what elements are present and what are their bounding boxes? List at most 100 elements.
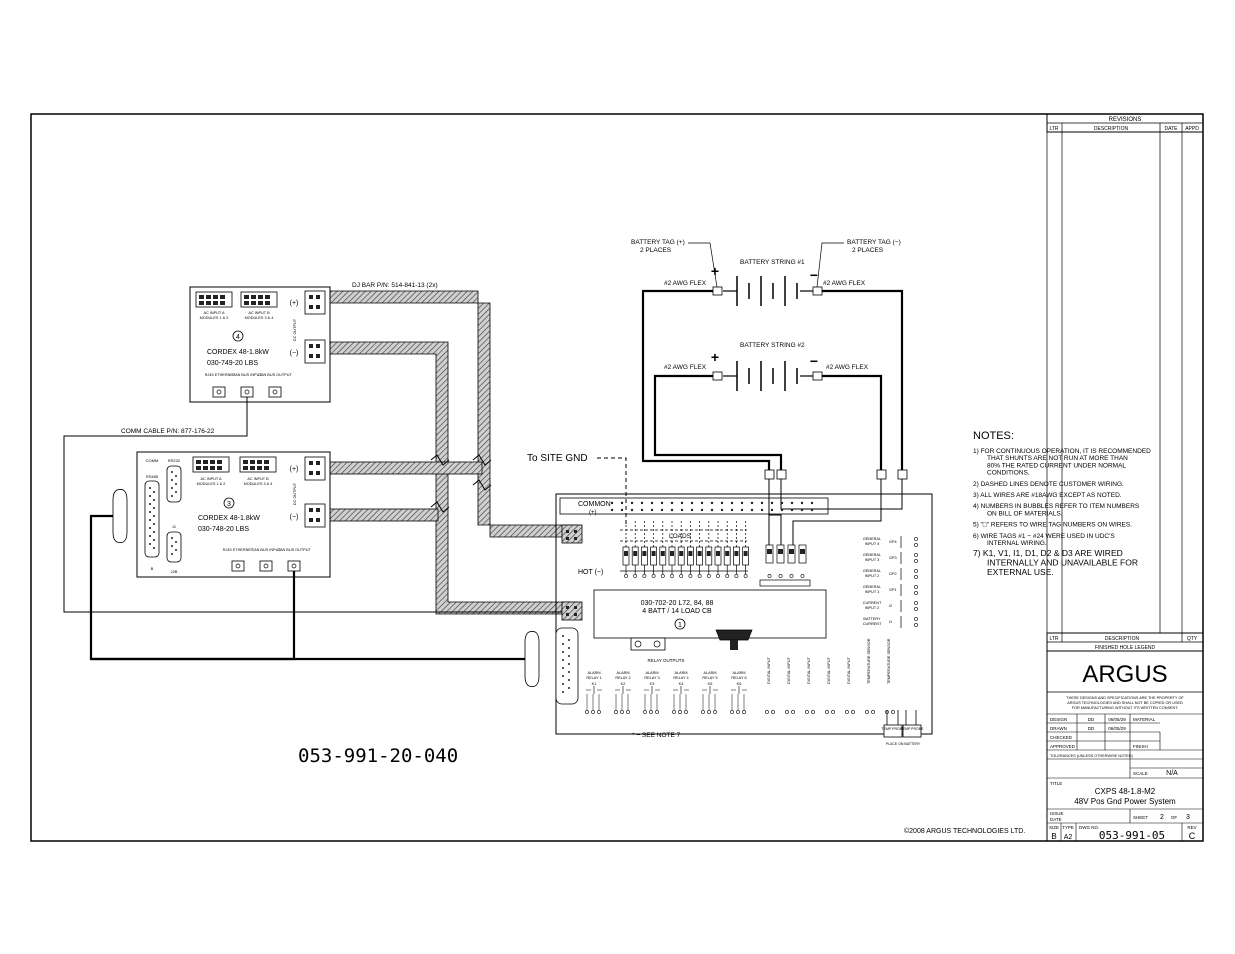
load-breaker [714,521,722,578]
copyright: ©2008 ARGUS TECHNOLOGIES LTD. [904,827,1025,835]
right-input-label-2: CURRENT [863,622,882,626]
tolerances-lbl: TOLERANCES (UNLESS OTHERWISE NOTED) [1050,754,1134,758]
bottom-input: DIGITAL INPUT [845,657,855,714]
right-input-label: GENERAL [863,585,881,589]
disclaimer-3: FOR MANUFACTURING WITHOUT ITS WRITTEN CO… [1072,706,1178,710]
title-block: ARGUS THESE DESIGNS AND SPECIFICATIONS A… [1046,650,1204,842]
note-line: CONDITIONS. [987,470,1030,477]
hole-legend: LTR DESCRIPTION QTY FINISHED HOLE LEGEND [1046,632,1204,652]
dwg-lbl: DWG NO. [1079,825,1099,830]
rev-col-ltr: LTR [1049,126,1058,132]
drawn-dd: DD [1088,726,1095,731]
design-dd: DD [1088,717,1095,722]
right-input-id: GP1 [889,588,897,592]
right-input-label-2: INPUT 2 [865,574,880,578]
finish-lbl: FINISH [1133,744,1148,749]
bot-modules-b: MODULES 3 & 4 [244,482,273,486]
title-line-2: 48V Pos Gnd Power System [1074,797,1176,806]
common-pos-label: (+) [589,510,597,516]
bot-b-label: B [151,566,154,571]
bot-modules-a: MODULES 1 & 2 [197,482,226,486]
relay-id: K4 [679,682,684,686]
battery-tag-pos: BATTERY TAG (+) [631,239,685,246]
site-gnd-label: To SITE GND [527,453,588,464]
flex-label-4: #2 AWG FLEX [826,364,869,371]
legend-col-ltr: LTR [1049,636,1058,642]
sheet-total: 3 [1186,814,1190,821]
relay-label: ALARM [703,671,716,675]
battery-bus [759,579,811,587]
note-line: ON BILL OF MATERIALS. [987,510,1063,517]
rev-col-appd: APPD [1185,126,1199,132]
title-lbl: TITLE [1050,781,1062,786]
relay-label: ALARM [587,671,600,675]
note-line: 3) ALL WIRES ARE #18AWG EXCEPT AS NOTED. [973,492,1122,499]
board-line-1: 030-702-20 L72, 84, 88 [641,600,714,607]
right-input-label-2: INPUT 3 [865,558,880,562]
note-line: 5) "□" REFERS TO WIRE TAG NUMBERS ON WIR… [973,522,1132,529]
rectifier-shelf-top: AC INPUT A MODULES 1 & 2 AC INPUT B MODU… [189,286,331,403]
top-neg-label: (−) [290,350,299,357]
relay-id: K3 [650,682,655,686]
sheet-of: OF [1171,815,1178,820]
rev-lbl: REV [1187,825,1196,830]
bot-rs485-label: RS485 [146,474,159,479]
bottom-input-label: TEMPERATURE SENSOR [887,638,891,684]
bot-comm-label: COMM [146,458,159,463]
right-input-label: CURRENT [863,601,882,605]
legend-col-desc: DESCRIPTION [1105,636,1140,642]
bot-dc-output: DC OUTPUT [293,482,297,505]
relay-label-2: RELAY 6 [731,676,746,680]
bottom-input-label: DIGITAL INPUT [807,657,811,684]
load-breaker [723,521,731,578]
loads-label: LOADS [669,533,692,540]
top-shelf-part: 030-749-20 LBS [207,360,258,367]
load-breaker [742,521,749,578]
bot-ac-input-b: AC INPUT B [247,477,269,481]
bot-eth-label: RJ45 ETHERNET [223,548,254,552]
dwg-value: 053-991-05 [1099,829,1165,842]
right-input-label: GENERAL [863,553,881,557]
battery-tag-neg-places: 2 PLACES [852,247,884,254]
bot-j2-label: J2B [171,569,178,574]
bot-rs232-label: RS232 [168,458,181,463]
relay-label-2: RELAY 3 [644,676,659,680]
bottom-input-label: DIGITAL INPUT [847,657,851,684]
board-line-2: 4 BATT / 14 LOAD CB [642,608,712,615]
load-breaker [687,521,694,578]
top-can-out-label: CAN BUS OUTPUT [258,373,292,377]
note-line: INTERNAL WIRING. [987,540,1047,547]
flex-label-3: #2 AWG FLEX [664,364,707,371]
relay-label-2: RELAY 4 [673,676,688,680]
top-shelf-name: CORDEX 48-1.8kW [207,349,269,356]
relay-label-2: RELAY 1 [586,676,601,680]
rev-col-date: DATE [1165,126,1179,132]
right-input-label-2: INPUT 2 [865,606,880,610]
bot-pos-label: (+) [290,466,299,473]
battery-string-1: BATTERY STRING #1 [740,259,805,266]
temp-probe-2: TEMP PROBE [901,727,925,731]
note-line: 2) DASHED LINES DENOTE CUSTOMER WIRING. [973,481,1124,488]
right-input-label-2: INPUT 4 [865,542,880,546]
revisions-title: REVISIONS [1109,117,1142,123]
load-breaker [622,521,630,578]
relay-id: K6 [737,682,742,686]
note-line: 4) NUMBERS IN BUBBLES REFER TO ITEM NUMB… [973,503,1140,510]
sheet-lbl: SHEET [1133,815,1148,820]
size-value: B [1051,832,1056,841]
right-input-label: GENERAL [863,537,881,541]
bot-can-out-label: CAN BUS OUTPUT [277,548,311,552]
bot-shelf-name: CORDEX 48-1.8kW [198,515,260,522]
sheet-value: 2 [1160,814,1164,821]
bottom-input-label: TEMPERATURE SENSOR [867,638,871,684]
bot-bubble: 3 [227,501,231,508]
top-dc-output: DC OUTPUT [293,318,297,341]
title-line-1: CXPS 48-1.8-M2 [1095,787,1156,796]
right-input-id: I2 [889,604,892,608]
